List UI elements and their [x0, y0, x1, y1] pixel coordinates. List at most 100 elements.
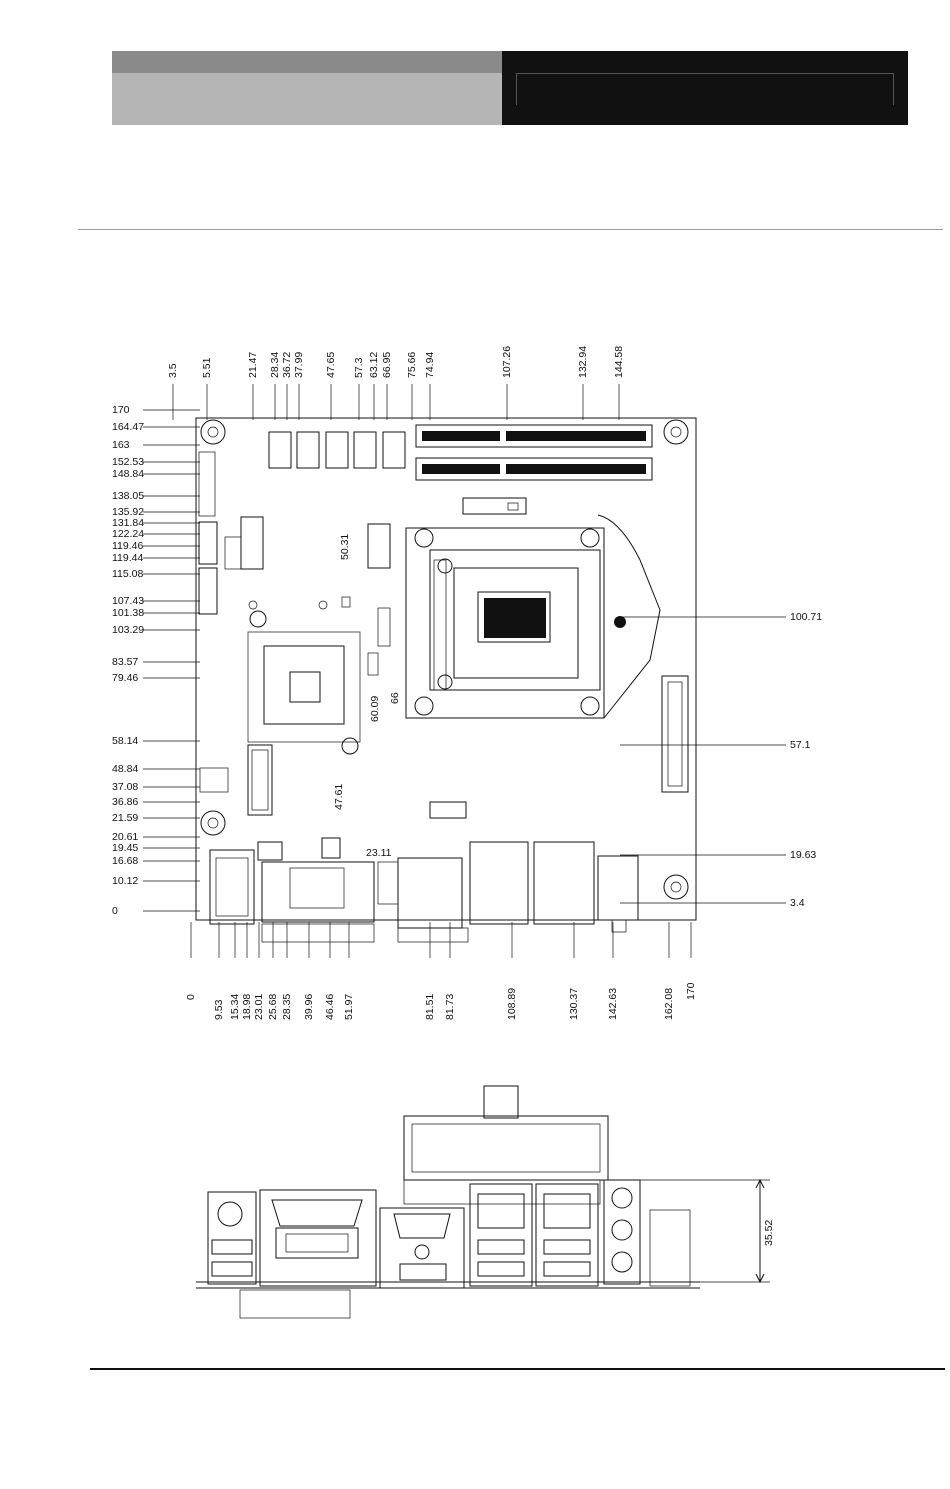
pin-header	[429, 801, 467, 819]
mounting-hole	[580, 696, 600, 716]
left-dimension-label: 170	[112, 404, 130, 416]
left-dimension-label: 58.14	[112, 735, 138, 747]
left-dimension-label: 119.46	[112, 540, 143, 552]
left-dimension-label: 37.08	[112, 781, 138, 793]
usb-port	[543, 1239, 591, 1255]
left-dimension-label: 148.84	[112, 468, 144, 480]
chipset	[247, 631, 361, 743]
bottom-dimension-label: 170	[685, 982, 697, 1000]
cpu-socket	[405, 514, 661, 719]
mounting-hole	[341, 737, 359, 755]
usb-port	[543, 1261, 591, 1277]
left-dimension-label: 83.57	[112, 656, 138, 668]
top-dimension-label: 74.94	[424, 352, 436, 378]
top-dimension-label: 47.65	[325, 352, 337, 378]
header-divider	[78, 229, 943, 230]
audio-jack-stack	[603, 1179, 641, 1285]
left-dimension-label: 135.92	[112, 506, 144, 518]
lan-usb-stack	[469, 1183, 533, 1287]
m2-slot	[462, 497, 527, 515]
right-dimension-label: 3.4	[790, 897, 805, 909]
top-dimension-label: 36.72	[281, 352, 293, 378]
bottom-dimension-label: 46.46	[324, 994, 336, 1020]
mounting-hole	[580, 528, 600, 548]
right-dimension-label: 100.71	[790, 611, 822, 623]
left-dimension-label: 0	[112, 905, 118, 917]
usb-port	[477, 1261, 525, 1277]
pin-header	[198, 451, 216, 517]
mounting-hole	[249, 610, 267, 628]
inner-dimension-label: 23.11	[366, 847, 392, 859]
mounting-hole	[200, 810, 226, 836]
bottom-dimension-label: 28.35	[281, 994, 293, 1020]
bottom-dimension-label: 51.97	[343, 994, 355, 1020]
serial-port	[271, 1199, 363, 1227]
lan-usb-stack	[535, 1183, 599, 1287]
usb-port	[211, 1261, 253, 1277]
right-dimension-label: 57.1	[790, 739, 811, 751]
dvi-port	[275, 1227, 359, 1259]
inner-dimension-label: 50.31	[339, 534, 351, 560]
bottom-dimension-label: 142.63	[607, 988, 619, 1020]
top-dimension-label: 75.66	[406, 352, 418, 378]
bottom-dimension-label: 108.89	[506, 988, 518, 1020]
sata-connector	[198, 521, 218, 615]
lan-port	[477, 1193, 525, 1229]
audio-jack	[611, 1251, 633, 1273]
left-dimension-label: 122.24	[112, 528, 144, 540]
serial-dvi-stack	[259, 1189, 377, 1287]
top-dimension-label: 132.94	[577, 346, 589, 378]
inner-dimension-labels: 50.31 47.61 23.11 60.09 66	[333, 534, 401, 859]
left-dimension-label: 131.84	[112, 517, 144, 529]
left-dimension-label: 138.05	[112, 490, 144, 502]
top-dimension-label: 63.12	[368, 352, 380, 378]
top-dimension-label: 3.5	[167, 363, 179, 378]
pin-header	[367, 523, 391, 569]
left-dimension-label: 16.68	[112, 855, 138, 867]
pin-header-row	[268, 431, 406, 469]
left-dimension-label: 48.84	[112, 763, 138, 775]
audio-jack	[611, 1219, 633, 1241]
left-dimension-label: 79.46	[112, 672, 138, 684]
top-dimension-label: 57.3	[353, 357, 365, 378]
hdmi-port	[399, 1263, 447, 1281]
left-dimension-label: 103.29	[112, 624, 144, 636]
left-dimension-label: 164.47	[112, 421, 144, 433]
usb-port	[477, 1239, 525, 1255]
bottom-dimension-label: 9.53	[213, 999, 225, 1020]
bottom-dimension-label: 25.68	[267, 994, 279, 1020]
bottom-dimension-label: 162.08	[663, 988, 675, 1020]
header-bar-right	[502, 51, 908, 125]
left-dimension-label: 163	[112, 439, 130, 451]
bottom-dimension-label: 39.96	[303, 994, 315, 1020]
left-dimension-label: 152.53	[112, 456, 144, 468]
vga-hdmi-stack	[379, 1207, 465, 1289]
io-height-label: 35.52	[763, 1220, 775, 1246]
inner-dimension-label: 60.09	[369, 696, 381, 722]
top-dimension-label: 37.99	[293, 352, 305, 378]
audio-jack	[611, 1187, 633, 1209]
rear-io-side-view: 35.52	[196, 1085, 775, 1319]
top-dimension-label: 107.26	[501, 346, 513, 378]
header-bar-left	[112, 51, 502, 125]
inner-dimension-label: 47.61	[333, 784, 345, 810]
left-dimension-label: 20.61	[112, 831, 138, 843]
ps2-usb-stack	[207, 1191, 257, 1285]
dimm-slot	[415, 424, 653, 448]
bottom-dimension-label: 81.73	[444, 994, 456, 1020]
pin-header	[240, 516, 264, 570]
pcie-header	[661, 675, 689, 793]
usb-port	[211, 1239, 253, 1255]
left-dimension-label: 115.08	[112, 568, 143, 580]
mounting-hole	[663, 419, 689, 445]
left-dimension-label: 10.12	[112, 875, 138, 887]
inner-dimension-label: 66	[389, 692, 401, 704]
vga-port	[393, 1213, 451, 1239]
bottom-dimension-label: 130.37	[568, 988, 580, 1020]
left-dimension-label: 107.43	[112, 595, 144, 607]
